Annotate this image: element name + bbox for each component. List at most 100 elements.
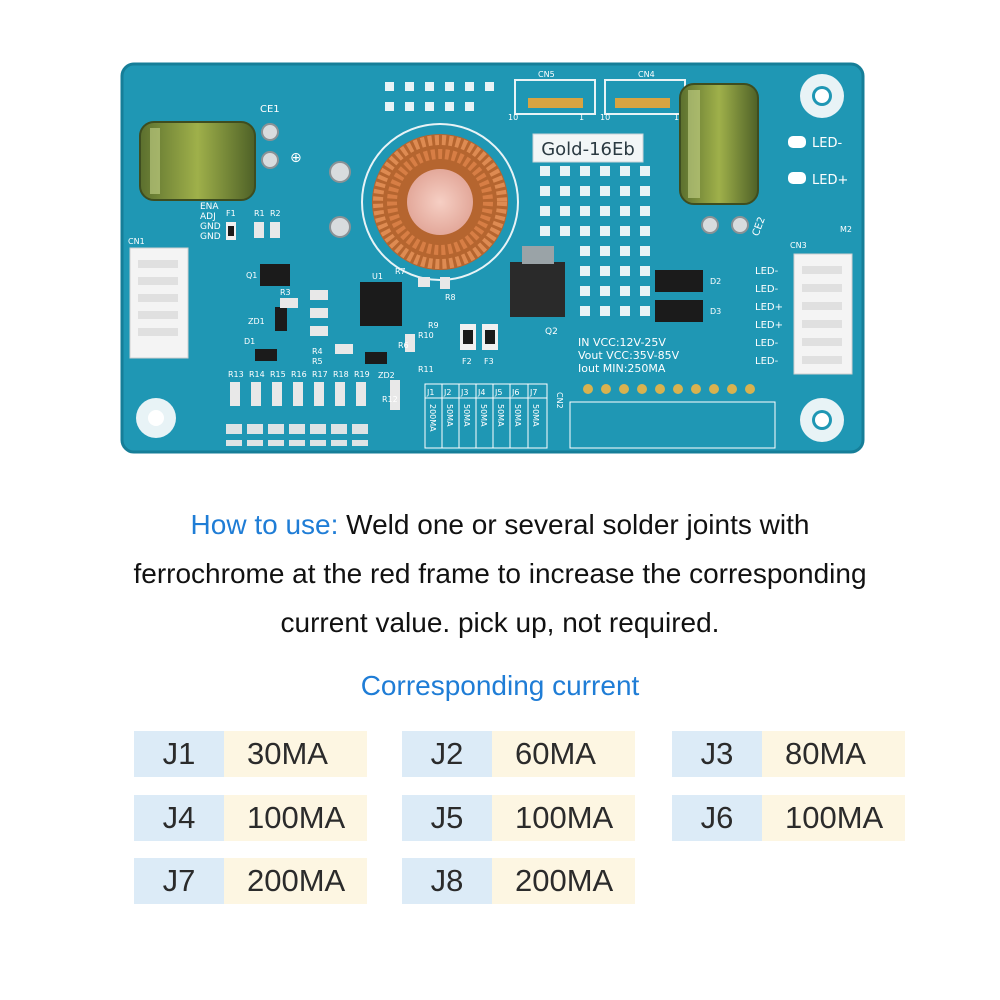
svg-text:ZD1: ZD1	[248, 317, 265, 326]
capacitor-ce1: CE1 ⊕	[139, 104, 302, 201]
svg-text:1: 1	[579, 113, 584, 122]
jumper-label: J5	[402, 795, 492, 841]
svg-text:Iout MIN:250MA: Iout MIN:250MA	[578, 362, 666, 375]
instruction-line-3: current value. pick up, not required.	[280, 607, 720, 638]
svg-text:10: 10	[600, 113, 610, 122]
current-value: 200MA	[224, 858, 367, 904]
mounting-hole-top-right	[800, 74, 844, 118]
svg-text:10: 10	[508, 113, 518, 122]
svg-text:R4: R4	[312, 347, 323, 356]
instruction-line-1: How to use: Weld one or several solder j…	[190, 509, 810, 540]
connector-cn3: CN3 M2 LED- LED- LED+ LED+ LED- LED-	[755, 225, 853, 375]
current-row-j2: J2 60MA	[402, 731, 635, 777]
svg-text:R9: R9	[428, 321, 439, 330]
connector-cn1: CN1 ENA ADJ GND GND	[128, 202, 221, 359]
svg-text:LED+: LED+	[755, 320, 783, 331]
corresponding-current-title: Corresponding current	[360, 670, 640, 701]
svg-text:J2: J2	[443, 388, 451, 397]
svg-text:R11: R11	[418, 365, 434, 374]
svg-text:J3: J3	[460, 388, 468, 397]
svg-text:LED+: LED+	[755, 302, 783, 313]
svg-text:R18: R18	[333, 370, 349, 379]
mosfet-q2: Q2	[510, 246, 565, 337]
how-to-use-label: How to use:	[190, 509, 339, 540]
svg-text:⊕: ⊕	[290, 150, 302, 166]
svg-text:J6: J6	[511, 388, 519, 397]
jumper-silkscreen-table: J1 J2 J3 J4 J5 J6 J7 200MA 50MA 50MA 50M…	[424, 383, 548, 449]
svg-text:CE1: CE1	[260, 104, 280, 115]
svg-text:Q1: Q1	[246, 271, 257, 280]
jumper-label: J2	[402, 731, 492, 777]
svg-text:CN5: CN5	[538, 70, 555, 79]
svg-text:R13: R13	[228, 370, 244, 379]
jumper-label: J7	[134, 858, 224, 904]
svg-text:GND: GND	[200, 222, 221, 232]
mounting-hole-bottom-right	[800, 398, 844, 442]
svg-text:R15: R15	[270, 370, 286, 379]
svg-text:R17: R17	[312, 370, 328, 379]
connector-cn2: CN2	[555, 384, 776, 449]
svg-text:M2: M2	[840, 225, 852, 234]
svg-text:R10: R10	[418, 331, 434, 340]
svg-text:F1: F1	[226, 209, 236, 218]
svg-text:Gold-16Eb: Gold-16Eb	[541, 139, 635, 160]
via-grid	[540, 166, 650, 316]
current-row-j5: J5 100MA	[402, 795, 635, 841]
svg-text:50MA: 50MA	[462, 404, 471, 427]
current-row-j3: J3 80MA	[672, 731, 905, 777]
svg-text:CN2: CN2	[555, 392, 564, 409]
current-value: 60MA	[492, 731, 635, 777]
svg-text:R19: R19	[354, 370, 370, 379]
svg-text:50MA: 50MA	[531, 404, 540, 427]
current-value: 100MA	[224, 795, 367, 841]
via-row-top	[385, 82, 494, 111]
svg-text:ADJ: ADJ	[200, 212, 216, 222]
svg-text:1: 1	[674, 113, 679, 122]
svg-text:J1: J1	[426, 388, 434, 397]
jumper-label: J4	[134, 795, 224, 841]
svg-text:D2: D2	[710, 277, 721, 286]
svg-text:IN VCC:12V-25V: IN VCC:12V-25V	[578, 336, 666, 349]
mounting-hole-bottom-left	[136, 398, 176, 438]
led-driver-board: CN5 10 1 CN4 10 1 Gold-16Eb CE1 ⊕	[120, 62, 865, 454]
svg-text:LED-: LED-	[812, 136, 842, 151]
jumper-label: J6	[672, 795, 762, 841]
svg-text:J4: J4	[477, 388, 485, 397]
current-value: 30MA	[224, 731, 367, 777]
current-row-j7: J7 200MA	[134, 858, 367, 904]
svg-text:D1: D1	[244, 337, 255, 346]
jumper-resistor-row: R13 R14 R15 R16 R17 R18 R19	[226, 370, 370, 446]
svg-text:50MA: 50MA	[513, 404, 522, 427]
svg-text:J7: J7	[529, 388, 537, 397]
zener-zd1: ZD1	[248, 307, 287, 331]
svg-text:F3: F3	[484, 357, 494, 366]
svg-text:Vout VCC:35V-85V: Vout VCC:35V-85V	[578, 349, 680, 362]
current-row-j6: J6 100MA	[672, 795, 905, 841]
toroid-inductor	[329, 123, 519, 281]
svg-text:F2: F2	[462, 357, 472, 366]
svg-text:J5: J5	[494, 388, 502, 397]
svg-text:R8: R8	[445, 293, 456, 302]
svg-text:R5: R5	[312, 357, 323, 366]
svg-text:R16: R16	[291, 370, 307, 379]
current-value: 100MA	[762, 795, 905, 841]
zener-zd2: ZD2	[365, 352, 395, 380]
svg-text:U1: U1	[372, 272, 383, 281]
svg-text:R7: R7	[395, 267, 406, 276]
pcb-body	[120, 62, 865, 454]
model-label: Gold-16Eb	[532, 133, 644, 163]
svg-text:Q2: Q2	[545, 327, 558, 337]
fuses: F1 F2 F3	[226, 209, 498, 366]
jumper-label: J8	[402, 858, 492, 904]
svg-text:CN3: CN3	[790, 241, 807, 250]
svg-text:LED-: LED-	[755, 284, 779, 295]
svg-text:LED-: LED-	[755, 266, 779, 277]
current-row-j8: J8 200MA	[402, 858, 635, 904]
svg-text:GND: GND	[200, 232, 221, 242]
led-output-pads: LED- LED+	[788, 136, 848, 188]
svg-text:ENA: ENA	[200, 202, 219, 212]
diodes-d2-d3: D2 D3	[655, 270, 721, 322]
svg-text:LED+: LED+	[812, 173, 848, 188]
usage-instructions: How to use: Weld one or several solder j…	[60, 500, 940, 647]
transistor-q1: Q1	[246, 264, 290, 286]
